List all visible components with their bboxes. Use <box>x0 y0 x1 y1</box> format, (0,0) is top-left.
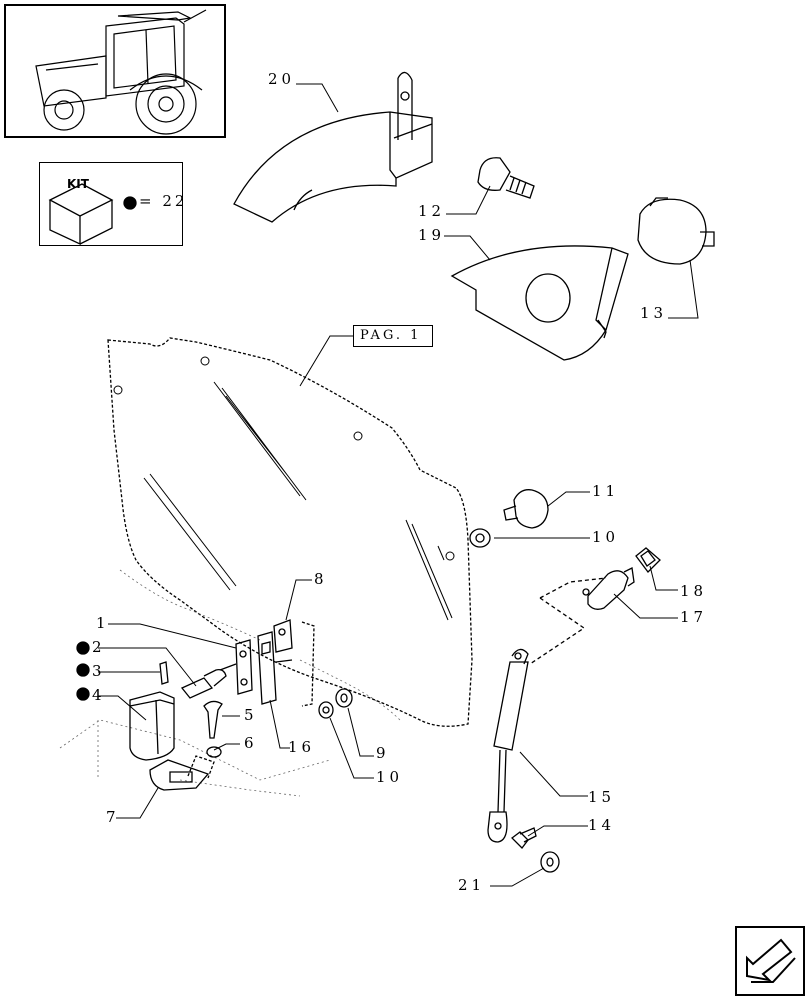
callout-12: 12 <box>418 202 446 220</box>
callout-20: 20 <box>268 70 296 88</box>
part-13-cap <box>637 197 715 265</box>
leader-lines <box>98 83 699 887</box>
callout-11: 11 <box>592 482 620 500</box>
callout-8: 8 <box>314 570 328 588</box>
part-15-gas-strut <box>487 648 529 843</box>
kit-bullet-icon <box>76 641 90 655</box>
callout-9: 9 <box>376 744 390 762</box>
tractor-thumbnail-icon <box>35 9 207 135</box>
callout-14: 14 <box>588 816 616 834</box>
callout-4: 4 <box>92 686 106 704</box>
part-19-cover <box>450 245 629 361</box>
part-17-18-fitting <box>529 547 661 665</box>
callout-7: 7 <box>106 808 120 826</box>
callout-10-left: 10 <box>376 768 404 786</box>
hinge-assembly <box>129 619 353 791</box>
kit-box-icon <box>48 183 114 246</box>
door-glass-panel <box>107 337 473 727</box>
callout-6: 6 <box>244 734 258 752</box>
part-11-knob <box>469 489 549 548</box>
part-14-21-fastener <box>511 827 560 873</box>
kit-bullet-icon <box>123 196 137 210</box>
kit-bullet-icon <box>76 687 90 701</box>
kit-legend <box>39 162 183 246</box>
next-page-button[interactable] <box>735 926 805 996</box>
kit-bullet-icon <box>76 663 90 677</box>
page-reference[interactable]: PAG. 1 <box>353 325 433 347</box>
callout-3: 3 <box>92 662 106 680</box>
callout-17: 17 <box>680 608 708 626</box>
door-glass-details <box>113 356 455 621</box>
part-20-guard <box>233 71 433 223</box>
callout-18: 18 <box>680 582 708 600</box>
callout-2: 2 <box>92 638 106 656</box>
callout-19: 19 <box>418 226 446 244</box>
callout-13: 13 <box>640 304 668 322</box>
callout-5: 5 <box>244 706 258 724</box>
kit-equals: = 22 <box>139 192 188 210</box>
tractor-thumbnail <box>4 4 226 138</box>
callout-10-right: 10 <box>592 528 620 546</box>
next-page-arrow-icon <box>746 938 796 983</box>
callout-16: 16 <box>288 738 316 756</box>
callout-21: 21 <box>458 876 486 894</box>
callout-1: 1 <box>96 614 110 632</box>
kit-label: KIT <box>67 177 89 191</box>
part-12-knob <box>477 157 535 199</box>
callout-15: 15 <box>588 788 616 806</box>
background-frame <box>59 569 401 797</box>
